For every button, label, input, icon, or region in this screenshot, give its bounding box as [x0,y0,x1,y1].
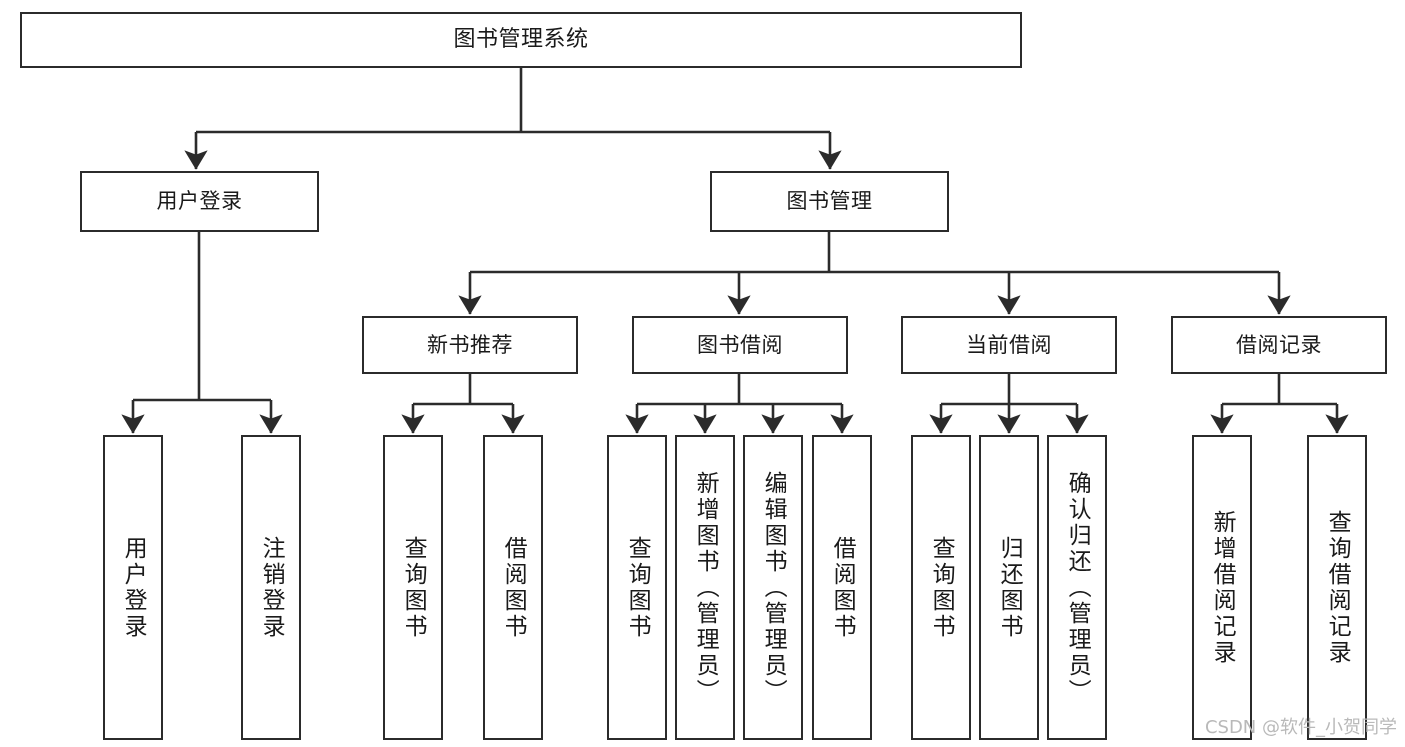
node-root-book-management-system[interactable]: 图书管理系统 [20,12,1022,68]
node-book-borrow[interactable]: 图书借阅 [632,316,848,374]
leaf-confirm-return-admin[interactable]: 确认归还（管理员） [1047,435,1107,740]
node-label: 图书管理系统 [453,27,589,53]
leaf-user-login[interactable]: 用户登录 [103,435,163,740]
node-book-manage[interactable]: 图书管理 [710,171,949,232]
node-label: 用户登录 [156,189,243,214]
leaf-add-book-admin[interactable]: 新增图书（管理员） [675,435,735,740]
node-label: 查询图书 [928,535,955,640]
node-label: 借阅图书 [500,535,527,640]
node-label: 注销登录 [258,535,285,640]
leaf-query-book-borrow[interactable]: 查询图书 [607,435,667,740]
node-label: 借阅图书 [829,535,856,640]
node-label: 查询借阅记录 [1324,509,1351,666]
node-label: 归还图书 [996,535,1023,640]
node-label: 当前借阅 [966,332,1052,357]
leaf-borrow-book[interactable]: 借阅图书 [812,435,872,740]
node-user-login[interactable]: 用户登录 [80,171,319,232]
leaf-return-book[interactable]: 归还图书 [979,435,1039,740]
node-label: 借阅记录 [1236,332,1322,357]
node-label: 新书推荐 [427,332,513,357]
node-label: 新增借阅记录 [1209,509,1236,666]
node-label: 新增图书（管理员） [692,470,719,705]
node-borrow-record[interactable]: 借阅记录 [1171,316,1387,374]
leaf-query-book-current[interactable]: 查询图书 [911,435,971,740]
leaf-add-borrow-record[interactable]: 新增借阅记录 [1192,435,1252,740]
node-label: 查询图书 [400,535,427,640]
node-label: 编辑图书（管理员） [760,470,787,705]
node-label: 确认归还（管理员） [1064,470,1091,705]
leaf-logout-login[interactable]: 注销登录 [241,435,301,740]
leaf-edit-book-admin[interactable]: 编辑图书（管理员） [743,435,803,740]
node-current-borrow[interactable]: 当前借阅 [901,316,1117,374]
node-label: 用户登录 [120,535,147,640]
leaf-borrow-book-recommend[interactable]: 借阅图书 [483,435,543,740]
node-label: 查询图书 [624,535,651,640]
leaf-query-book-recommend[interactable]: 查询图书 [383,435,443,740]
node-label: 图书借阅 [697,332,783,357]
leaf-query-borrow-record[interactable]: 查询借阅记录 [1307,435,1367,740]
node-new-book-recommend[interactable]: 新书推荐 [362,316,578,374]
node-label: 图书管理 [786,189,873,214]
